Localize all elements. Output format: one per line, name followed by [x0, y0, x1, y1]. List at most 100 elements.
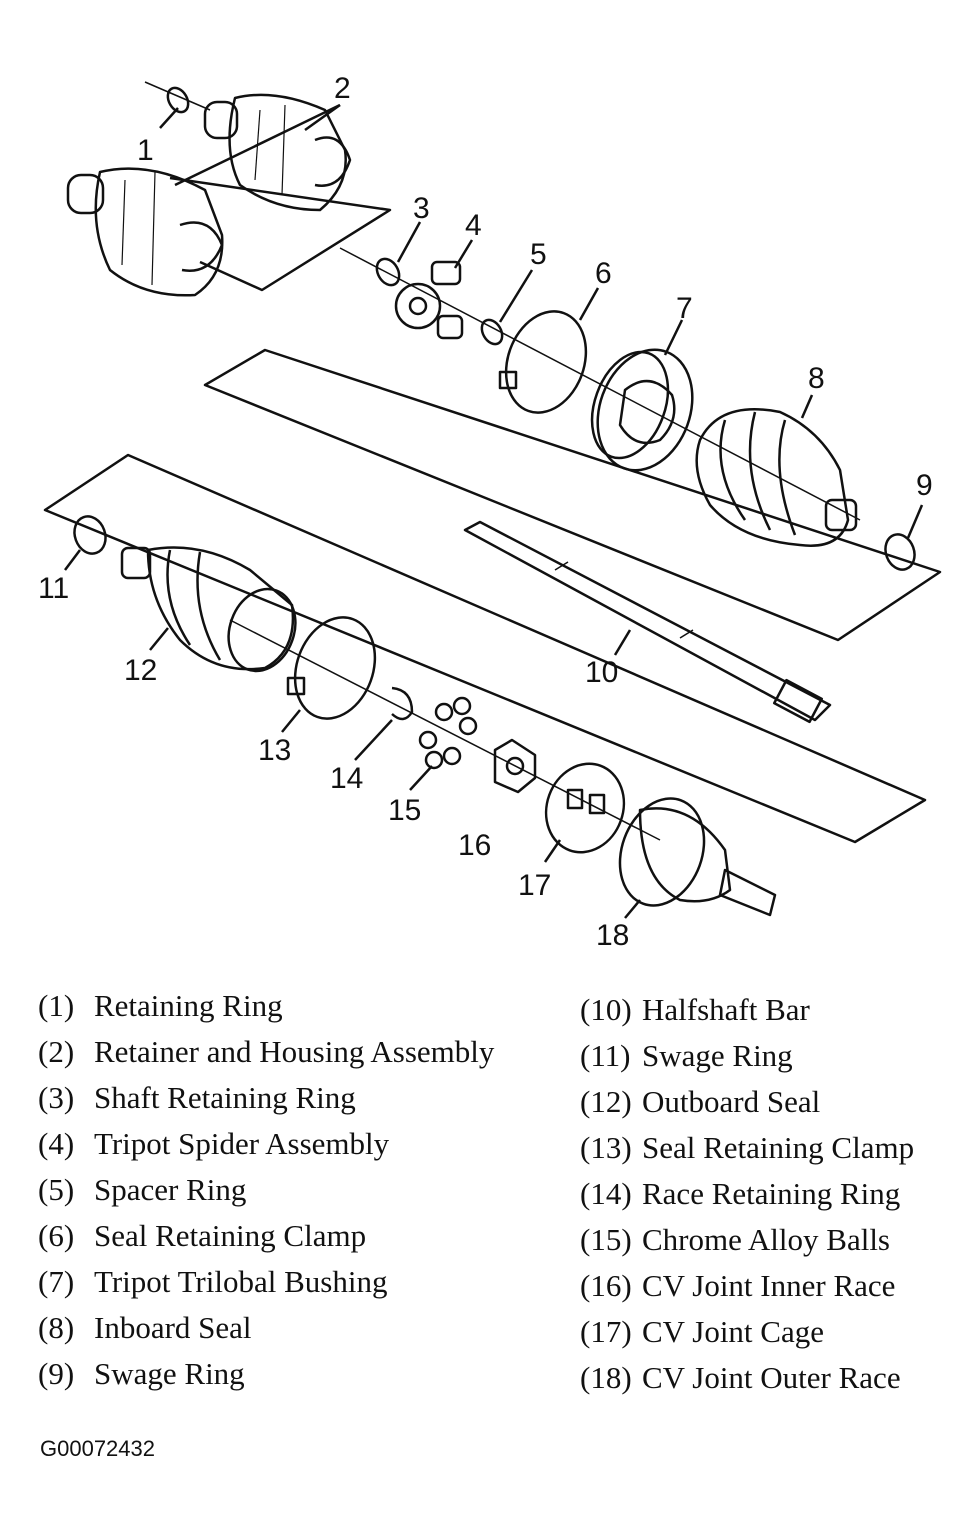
leader-line-15 [409, 765, 433, 791]
legend-label: Halfshaft Bar [642, 992, 810, 1027]
callout-1: 1 [137, 134, 154, 167]
inboard-seal-part [695, 408, 858, 547]
callout-7: 7 [676, 292, 693, 325]
legend-item: (15)Chrome Alloy Balls [580, 1222, 890, 1257]
legend-item: (9)Swage Ring [38, 1356, 245, 1391]
legend-label: CV Joint Inner Race [642, 1268, 896, 1303]
swage-ring-part-11 [73, 515, 107, 555]
seal-clamp-part-13 [293, 616, 377, 720]
leader-line-18 [624, 899, 641, 919]
legend-item: (1)Retaining Ring [38, 988, 283, 1023]
callout-17: 17 [518, 869, 551, 902]
chrome-alloy-balls-part [418, 696, 478, 770]
legend-item: (3)Shaft Retaining Ring [38, 1080, 356, 1115]
leader-line-1 [159, 107, 179, 129]
tripot-spider-part [394, 260, 464, 340]
axis-stub-1 [144, 81, 211, 111]
swage-ring-part-9 [884, 533, 916, 571]
legend-item: (16)CV Joint Inner Race [580, 1268, 896, 1303]
callout-15: 15 [388, 794, 421, 827]
legend-item: (18)CV Joint Outer Race [580, 1360, 901, 1395]
leader-line-10 [613, 629, 632, 656]
legend-item: (6)Seal Retaining Clamp [38, 1218, 367, 1253]
panel-outline-middle [203, 348, 942, 642]
legend-label: Seal Retaining Clamp [94, 1218, 367, 1253]
spacer-ring-part [480, 318, 504, 346]
legend-label: Outboard Seal [642, 1084, 821, 1119]
callout-3: 3 [413, 192, 430, 225]
legend-label: Shaft Retaining Ring [94, 1080, 356, 1115]
leader-line-7 [663, 319, 684, 356]
legend-label: Tripot Spider Assembly [94, 1126, 390, 1161]
legend-label: Swage Ring [642, 1038, 793, 1073]
callout-8: 8 [808, 362, 825, 395]
retaining-ring-part [166, 86, 190, 114]
callout-12: 12 [124, 654, 157, 687]
callout-5: 5 [530, 238, 547, 271]
legend-item: (5)Spacer Ring [38, 1172, 247, 1207]
legend-left-column: (1)Retaining Ring (2)Retainer and Housin… [38, 983, 494, 1397]
legend-item: (4)Tripot Spider Assembly [38, 1126, 390, 1161]
legend-label: Retaining Ring [94, 988, 283, 1023]
legend-item: (8)Inboard Seal [38, 1310, 252, 1345]
legend-item: (13)Seal Retaining Clamp [580, 1130, 915, 1165]
race-retaining-ring-part [391, 686, 414, 721]
leader-line-5 [498, 269, 534, 323]
exploded-diagram: 1 2 3 4 5 6 7 8 9 10 11 12 13 14 15 16 1… [38, 72, 942, 952]
legend-label: Tripot Trilobal Bushing [94, 1264, 388, 1299]
legend-item: (10)Halfshaft Bar [580, 992, 810, 1027]
legend-item: (2)Retainer and Housing Assembly [38, 1034, 495, 1069]
housing-part-rear [203, 93, 352, 212]
legend-item: (17)CV Joint Cage [580, 1314, 824, 1349]
figure-id: G00072432 [40, 1436, 155, 1461]
callout-11: 11 [38, 572, 69, 605]
leader-line-2b [174, 103, 341, 187]
axis-line-lower [229, 619, 661, 841]
legend-label: CV Joint Outer Race [642, 1360, 901, 1395]
leader-line-17 [543, 839, 562, 863]
legend-item: (12)Outboard Seal [580, 1084, 821, 1119]
leader-line-11 [64, 549, 81, 571]
callout-13: 13 [258, 734, 291, 767]
leader-line-9 [906, 504, 924, 539]
leader-line-4 [453, 239, 474, 269]
legend-label: CV Joint Cage [642, 1314, 824, 1349]
legend-label: Chrome Alloy Balls [642, 1222, 890, 1257]
cv-inner-race-part [493, 738, 537, 794]
panel-outline-top [169, 176, 392, 292]
leader-line-3 [396, 221, 422, 263]
housing-part-front [66, 167, 224, 297]
clamp-ear-13 [286, 676, 306, 696]
leader-line-6 [578, 287, 600, 321]
seal-clamp-part-6 [504, 310, 588, 414]
legend-label: Seal Retaining Clamp [642, 1130, 915, 1165]
trilobal-bushing-part [590, 348, 694, 472]
legend-item: (7)Tripot Trilobal Bushing [38, 1264, 388, 1299]
panel-outline-lower [43, 453, 927, 844]
legend-label: Retainer and Housing Assembly [94, 1034, 495, 1069]
clamp-ear-6 [498, 370, 518, 390]
callout-14: 14 [330, 762, 363, 795]
cv-cage-part [544, 762, 626, 854]
callout-9: 9 [916, 469, 933, 502]
leader-line-8 [800, 394, 814, 419]
halfshaft-bar-part [463, 520, 832, 724]
legend-right-column: (10)Halfshaft Bar (11)Swage Ring (12)Out… [580, 987, 914, 1401]
legend-label: Spacer Ring [94, 1172, 247, 1207]
legend-item: (14)Race Retaining Ring [580, 1176, 901, 1211]
leader-line-12 [149, 627, 169, 651]
callout-6: 6 [595, 257, 612, 290]
cv-outer-race-part [618, 797, 777, 917]
outboard-seal-part [120, 546, 297, 673]
shaft-retaining-ring-part [375, 257, 401, 287]
legend-label: Swage Ring [94, 1356, 245, 1391]
callout-2: 2 [334, 72, 351, 105]
legend-label: Race Retaining Ring [642, 1176, 901, 1211]
callout-10: 10 [585, 656, 618, 689]
leader-line-14 [354, 719, 393, 761]
callout-4: 4 [465, 209, 482, 242]
legend-label: Inboard Seal [94, 1310, 252, 1345]
callout-18: 18 [596, 919, 629, 952]
callout-16: 16 [458, 829, 491, 862]
legend-item: (11)Swage Ring [580, 1038, 793, 1073]
